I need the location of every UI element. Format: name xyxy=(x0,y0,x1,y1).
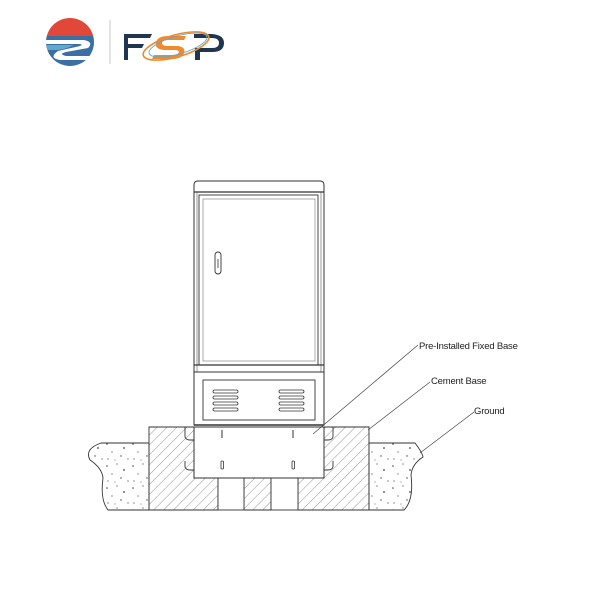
pre-installed-fixed-base xyxy=(184,426,334,479)
label-ground: Ground xyxy=(474,406,505,417)
label-pre-installed-fixed-base: Pre-Installed Fixed Base xyxy=(419,341,518,352)
callout-cement-base: Cement Base xyxy=(367,376,487,431)
ground xyxy=(87,442,424,511)
fsp-logo xyxy=(46,18,224,66)
conduit-opening-right xyxy=(270,477,299,511)
cabinet xyxy=(193,180,325,373)
louver-vents-left xyxy=(212,389,239,412)
label-cement-base: Cement Base xyxy=(431,376,486,387)
callout-ground: Ground xyxy=(419,406,505,454)
louver-vents-right xyxy=(278,389,305,412)
ventilated-plinth xyxy=(193,371,325,426)
conduit-opening-left xyxy=(217,477,245,511)
door-handle-icon xyxy=(214,251,222,275)
callout-pre-installed-fixed-base: Pre-Installed Fixed Base xyxy=(312,341,518,435)
logo-wordmark xyxy=(124,31,224,61)
